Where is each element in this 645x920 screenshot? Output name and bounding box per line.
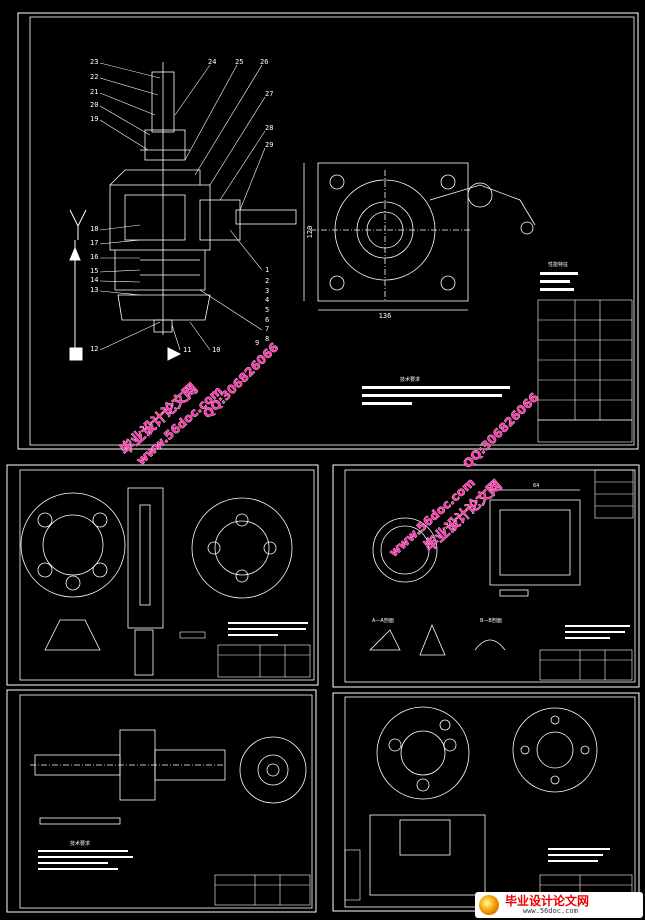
part-label: 10 <box>212 346 220 354</box>
part-labels-right: 1 2 3 4 5 6 7 8 <box>265 266 269 343</box>
part-label: 2 <box>265 277 269 285</box>
part-label: 7 <box>265 325 269 333</box>
dimension-height: 120 <box>306 226 314 239</box>
part-label: 12 <box>90 345 98 353</box>
footer-url: www.56doc.com <box>523 907 578 915</box>
assembly-section-view <box>109 62 297 335</box>
part-label: 20 <box>90 101 98 109</box>
part-label: 25 <box>235 58 243 66</box>
part-label: 14 <box>90 276 98 284</box>
sheet-a-border <box>6 464 319 686</box>
part-label: 15 <box>90 267 98 275</box>
sheet-b-section-2: B—B剖面 <box>480 617 502 624</box>
main-sheet-border <box>17 12 639 450</box>
part-label: 24 <box>208 58 216 66</box>
part-label: 9 <box>255 339 259 347</box>
svg-text:QQ:306826066: QQ:306826066 <box>460 390 541 471</box>
site-logo-icon <box>479 895 499 915</box>
dimension-width: 136 <box>379 312 392 320</box>
watermark-right: www.56doc.com 毕业设计论文网 <box>386 475 505 560</box>
sheet-c-border <box>6 689 317 913</box>
part-label: 6 <box>265 316 269 324</box>
part-labels-bottom: 11 10 9 <box>183 339 259 354</box>
part-label: 29 <box>265 141 273 149</box>
part-label: 23 <box>90 58 98 66</box>
tech-spec-title: 性能特征 <box>548 261 568 268</box>
part-label: 16 <box>90 253 98 261</box>
footer-banner: 毕业设计论文网 www.56doc.com <box>475 892 643 918</box>
sheet-d-views <box>369 706 598 896</box>
part-label: 17 <box>90 239 98 247</box>
part-label: 27 <box>265 90 273 98</box>
sheet-b-border <box>332 464 640 688</box>
sheet-d-border <box>332 692 640 912</box>
part-label: 18 <box>90 225 98 233</box>
part-label: 28 <box>265 124 273 132</box>
sheet-b-dim-top: 64 <box>533 483 539 489</box>
sheet-b-section-1: A—A剖面 <box>372 617 394 624</box>
part-label: 26 <box>260 58 268 66</box>
part-label: 8 <box>265 335 269 343</box>
part-labels-left: 23 22 21 20 19 18 17 16 15 14 13 12 <box>90 58 98 353</box>
sheet-c-views <box>30 729 307 825</box>
tech-req-title: 技术要求 <box>400 376 420 383</box>
part-label: 5 <box>265 306 269 314</box>
part-label: 21 <box>90 88 98 96</box>
top-view <box>303 162 536 311</box>
part-label: 11 <box>183 346 191 354</box>
watermark-qq-right: QQ:306826066 <box>460 390 541 471</box>
part-label: 1 <box>265 266 269 274</box>
part-label: 4 <box>265 296 269 304</box>
part-label: 3 <box>265 287 269 295</box>
spec-table <box>537 299 633 443</box>
part-label: 13 <box>90 286 98 294</box>
part-labels-top: 24 25 26 27 28 29 <box>208 58 273 149</box>
sheet-c-tech-req-title: 技术要求 <box>70 840 90 847</box>
part-label: 19 <box>90 115 98 123</box>
footer-title: 毕业设计论文网 <box>505 894 590 908</box>
part-label: 22 <box>90 73 98 81</box>
sheet-a-views <box>20 487 293 676</box>
sheet-b-views <box>369 489 581 656</box>
